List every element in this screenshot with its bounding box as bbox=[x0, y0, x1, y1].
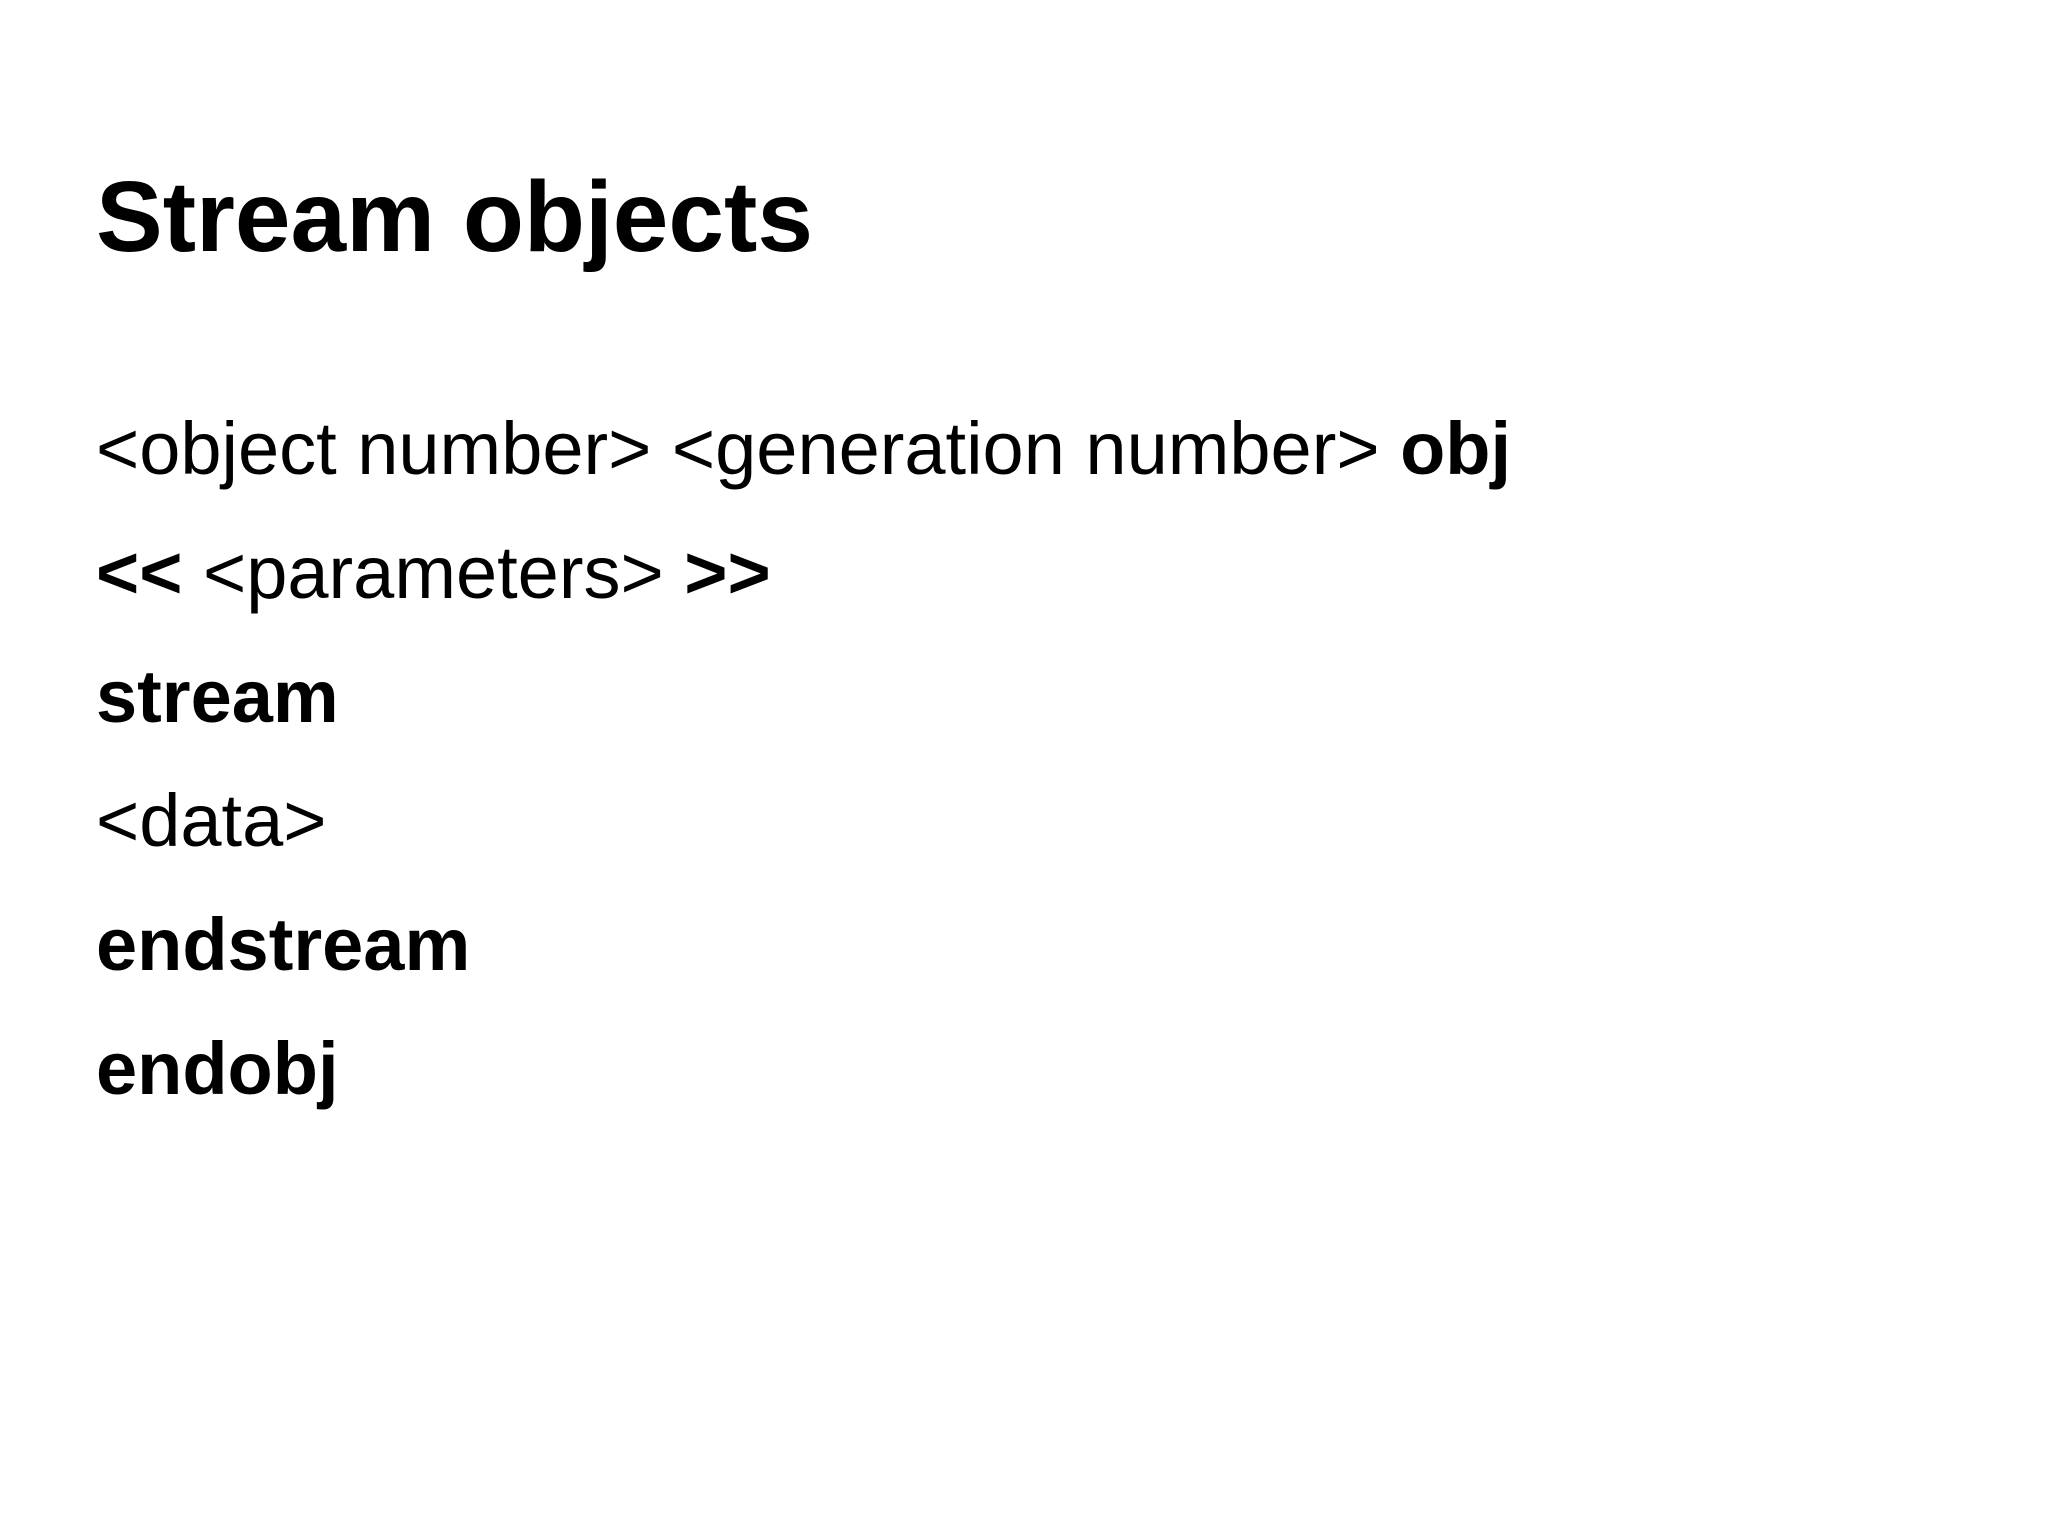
text-segment-keyword: endstream bbox=[96, 903, 471, 986]
code-line-object-declaration: <object number> <generation number> obj bbox=[96, 387, 1968, 511]
code-line-dictionary: << <parameters> >> bbox=[96, 511, 1968, 635]
text-segment-keyword: >> bbox=[684, 531, 771, 614]
code-line-stream-keyword: stream bbox=[96, 635, 1968, 759]
text-segment-keyword: obj bbox=[1400, 407, 1512, 490]
code-line-data-placeholder: <data> bbox=[96, 759, 1968, 883]
code-line-endobj-keyword: endobj bbox=[96, 1007, 1968, 1131]
text-segment: <parameters> bbox=[203, 531, 685, 614]
text-segment-keyword: << bbox=[96, 531, 203, 614]
text-segment: <data> bbox=[96, 779, 327, 862]
text-segment-keyword: stream bbox=[96, 655, 339, 738]
text-segment-keyword: endobj bbox=[96, 1027, 339, 1110]
slide-title: Stream objects bbox=[96, 161, 813, 273]
slide-body: <object number> <generation number> obj … bbox=[96, 387, 1968, 1131]
text-segment: <object number> <generation number> bbox=[96, 407, 1401, 490]
code-line-endstream-keyword: endstream bbox=[96, 883, 1968, 1007]
